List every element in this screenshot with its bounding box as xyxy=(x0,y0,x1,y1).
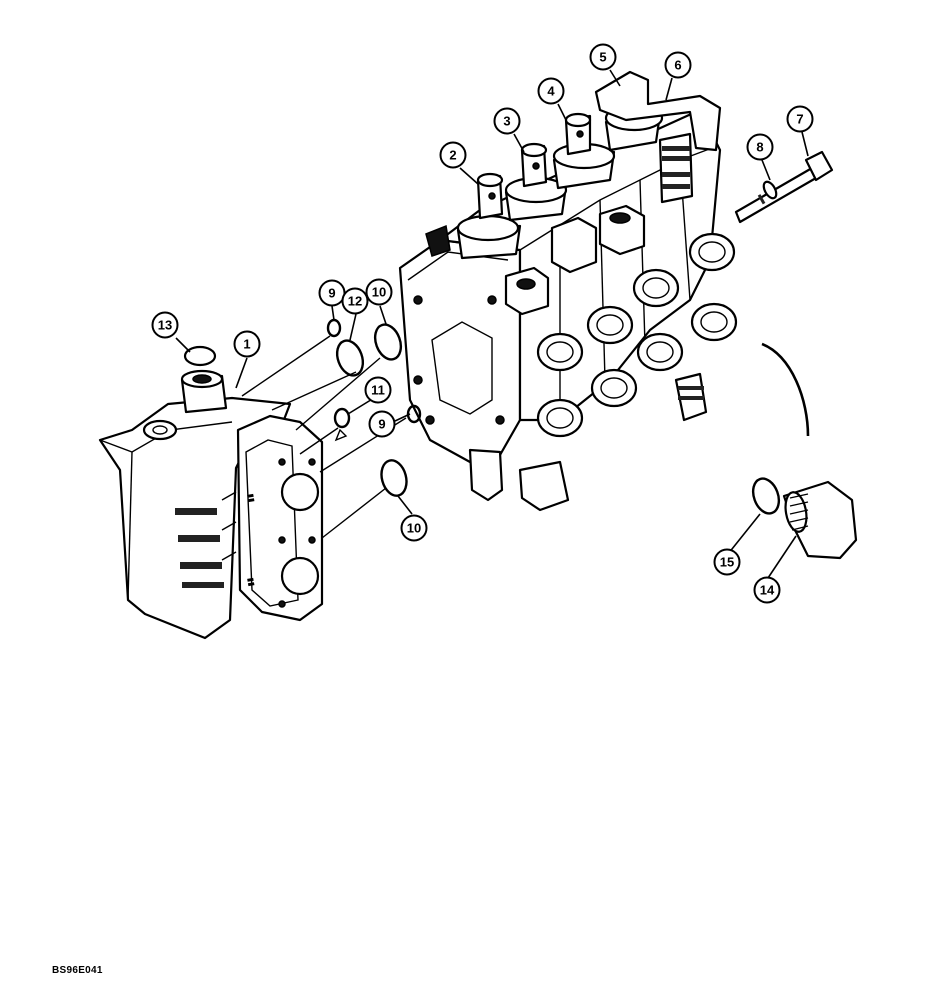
alignment-lines xyxy=(241,335,407,539)
svg-text:10: 10 xyxy=(372,285,386,300)
svg-text:▮▮: ▮▮ xyxy=(246,577,256,587)
o-ring-10-lower xyxy=(380,459,408,497)
spool-cap-2 xyxy=(456,172,522,260)
svg-text:▮▮: ▮▮ xyxy=(246,493,256,503)
svg-text:9: 9 xyxy=(328,286,335,301)
callout-5: 5 xyxy=(589,43,617,71)
callout-11: 11 xyxy=(364,376,392,404)
svg-text:14: 14 xyxy=(760,583,775,598)
svg-text:15: 15 xyxy=(720,555,734,570)
o-ring-15 xyxy=(751,477,781,515)
tie-bolt-assembly xyxy=(734,150,834,224)
svg-text:8: 8 xyxy=(756,140,763,155)
relief-valve-bracket xyxy=(594,70,722,152)
callout-10a: 10 xyxy=(365,278,393,306)
svg-text:13: 13 xyxy=(158,318,172,333)
o-ring-10-upper xyxy=(373,323,403,361)
callout-2: 2 xyxy=(439,141,467,169)
control-valve-body xyxy=(398,108,738,512)
svg-text:9: 9 xyxy=(378,417,385,432)
detail-plug-assembly xyxy=(751,477,858,560)
svg-text:10: 10 xyxy=(407,521,421,536)
callout-7: 7 xyxy=(786,105,814,133)
detail-arrow xyxy=(761,342,810,437)
callout-14: 14 xyxy=(753,576,781,604)
o-ring-12 xyxy=(335,339,365,377)
seal-rings xyxy=(326,318,422,497)
svg-text:2: 2 xyxy=(449,148,456,163)
svg-text:7: 7 xyxy=(796,112,803,127)
callout-8: 8 xyxy=(746,133,774,161)
o-ring-11 xyxy=(333,407,351,429)
callout-13: 13 xyxy=(151,311,179,339)
callout-15: 15 xyxy=(713,548,741,576)
callout-3: 3 xyxy=(493,107,521,135)
callout-4: 4 xyxy=(537,77,565,105)
svg-text:12: 12 xyxy=(348,294,362,309)
svg-text:6: 6 xyxy=(674,58,681,73)
callout-9b: 9 xyxy=(368,410,396,438)
spool-cap-4 xyxy=(552,112,616,190)
svg-text:1: 1 xyxy=(243,337,250,352)
end-housing-part: ▮▮ ▮▮ xyxy=(98,369,324,640)
callout-9a: 9 xyxy=(318,279,346,307)
svg-text:4: 4 xyxy=(547,84,555,99)
leader-lines xyxy=(175,69,809,579)
o-ring-9-upper xyxy=(326,318,342,338)
callout-6: 6 xyxy=(664,51,692,79)
callout-12: 12 xyxy=(341,287,369,315)
o-ring-9-lower xyxy=(406,404,422,424)
callout-10b: 10 xyxy=(400,514,428,542)
callout-1: 1 xyxy=(233,330,261,358)
svg-text:11: 11 xyxy=(371,383,385,398)
svg-text:5: 5 xyxy=(599,50,606,65)
svg-text:3: 3 xyxy=(503,114,510,129)
plug-13 xyxy=(183,345,217,367)
drawing-id-label: BS96E041 xyxy=(52,965,103,976)
